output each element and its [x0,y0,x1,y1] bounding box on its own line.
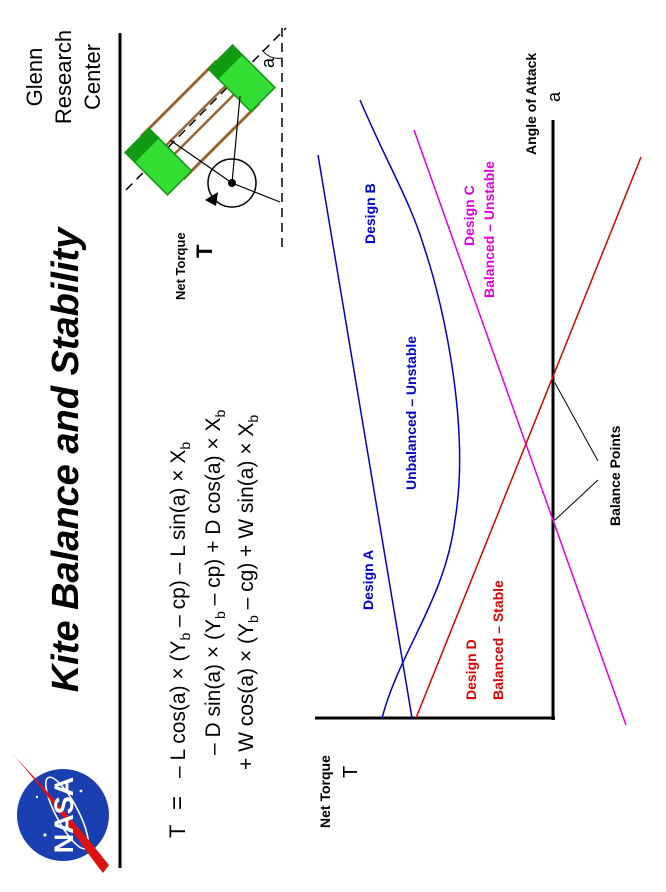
nasa-logo-text: NASA [49,777,79,854]
y-axis-symbol: T [340,766,362,778]
design-d-description: Balanced – Stable [490,580,506,700]
kite-figure: a Net Torque T [123,27,287,300]
design-d-label: Design D [463,639,479,700]
x-axis-symbol: a [544,91,564,102]
equation-line-3: + W cos(a) × (Yb – cg) + W sin(a) × Xb [235,415,261,770]
page-title: Kite Balance and Stability [45,226,87,692]
x-axis-label: Angle of Attack [523,53,539,155]
org-line-2: Research [51,30,76,124]
box-kite [123,43,277,197]
balance-pointer-lower [554,479,599,521]
design-b-curve [359,99,461,719]
angle-arc [261,49,283,59]
kite-torque-label: Net Torque [173,232,188,300]
torque-equation: T = – L cos(a) × (Yb – cp) – L sin(a) × … [164,409,261,838]
balance-points-label: Balance Points [607,425,623,526]
torque-arrow [205,192,218,206]
torque-graph: Angle of Attack a Net Torque T Balance P… [315,53,642,828]
design-b-label: Design B [362,183,378,244]
equation-line-2: – D sin(a) × (Yb – cp) + D cos(a) × Xb [202,409,228,755]
torque-circle [207,158,257,208]
equation-lhs: T [165,825,190,838]
design-c-label: Design C [461,185,477,246]
kite-angle-label: a [258,57,278,68]
design-a-line [317,154,413,719]
org-name: Glenn Research Center [22,30,105,124]
design-d-line [415,156,642,719]
unbalanced-unstable-label: Unbalanced – Unstable [403,336,419,490]
design-a-label: Design A [360,550,376,610]
kite-torque-symbol: T [192,244,217,258]
equation-line-1: – L cos(a) × (Yb – cp) – L sin(a) × Xb [167,442,193,778]
nasa-logo: NASA [11,753,109,873]
org-line-3: Center [80,44,105,110]
design-c-line [413,129,627,726]
org-line-1: Glenn [22,48,47,107]
design-c-description: Balanced – Unstable [481,161,497,298]
balance-pointer-upper [554,382,599,462]
equation-equals: = [164,796,191,810]
y-axis-label: Net Torque [317,755,333,828]
